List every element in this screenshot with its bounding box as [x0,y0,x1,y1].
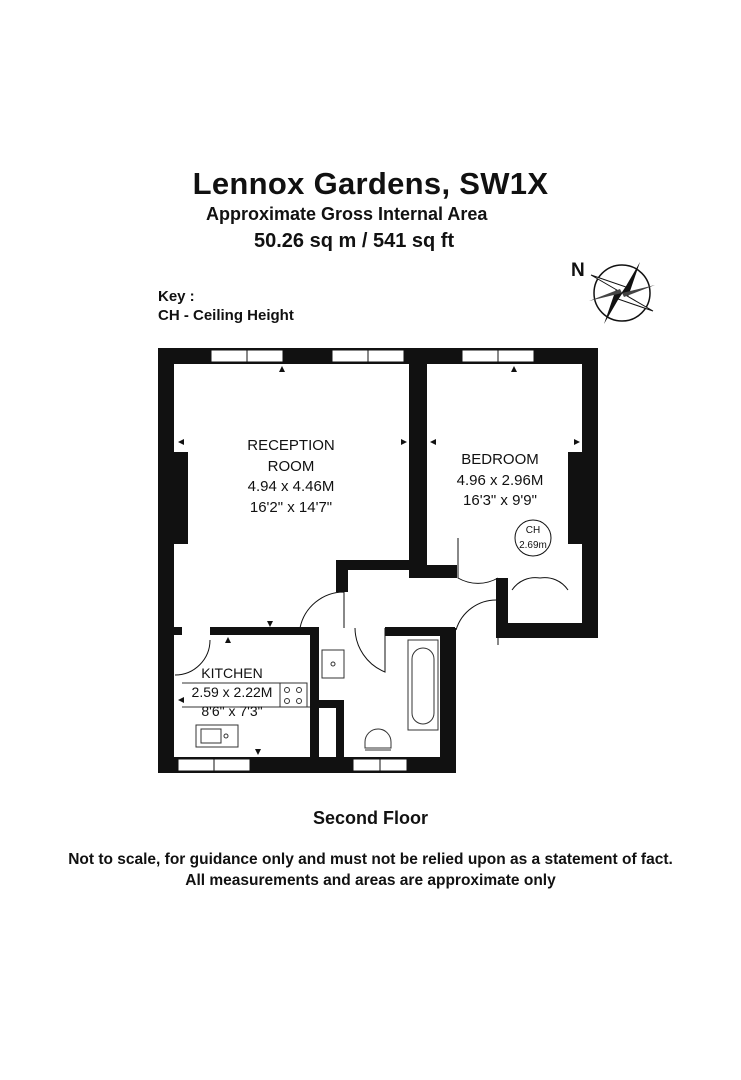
bedroom-metric: 4.96 x 2.96M [457,472,544,489]
ch-value: 2.69m [519,540,547,551]
toilet-icon [364,728,392,749]
compass-icon: N [571,260,655,324]
sink-icon [195,724,239,748]
door-swings [174,538,569,676]
compass-north-label: N [571,260,585,281]
kitchen-metric: 2.59 x 2.22M [192,684,273,700]
floor-name: Second Floor [312,808,428,828]
kitchen-name: KITCHEN [201,665,262,681]
room-kitchen: KITCHEN 2.59 x 2.22M 8'6" x 7'3" [192,665,273,719]
room-reception: RECEPTION ROOM 4.94 x 4.46M 16'2" x 14'7… [247,437,335,516]
windows [177,349,535,772]
bathroom-fixtures [321,639,439,751]
key-item-ceiling-height: CH - Ceiling Height [158,307,294,324]
plan-title: Lennox Gardens, SW1X [192,166,549,201]
ceiling-height-marker: CH 2.69m [514,519,552,557]
key-title: Key : [158,288,195,305]
dimension-markers [178,366,580,755]
kitchen-imperial: 8'6" x 7'3" [201,703,262,719]
bedroom-imperial: 16'3" x 9'9" [463,492,537,509]
disclaimer-line1: Not to scale, for guidance only and must… [68,851,673,868]
ch-label: CH [526,525,540,536]
bedroom-name: BEDROOM [461,451,539,468]
gross-area: 50.26 sq m / 541 sq ft [254,230,455,252]
room-bedroom: BEDROOM 4.96 x 2.96M 16'3" x 9'9" [457,451,544,509]
area-subtitle: Approximate Gross Internal Area [206,204,488,224]
reception-imperial: 16'2" x 14'7" [250,499,332,516]
basin-icon [321,649,345,679]
reception-name-line2: ROOM [268,458,315,475]
reception-metric: 4.94 x 4.46M [248,478,335,495]
bath-icon [407,639,439,731]
kitchen-fixtures [182,682,310,748]
hob-icon [279,682,308,708]
reception-name-line1: RECEPTION [247,437,335,454]
disclaimer-line2: All measurements and areas are approxima… [185,872,556,889]
